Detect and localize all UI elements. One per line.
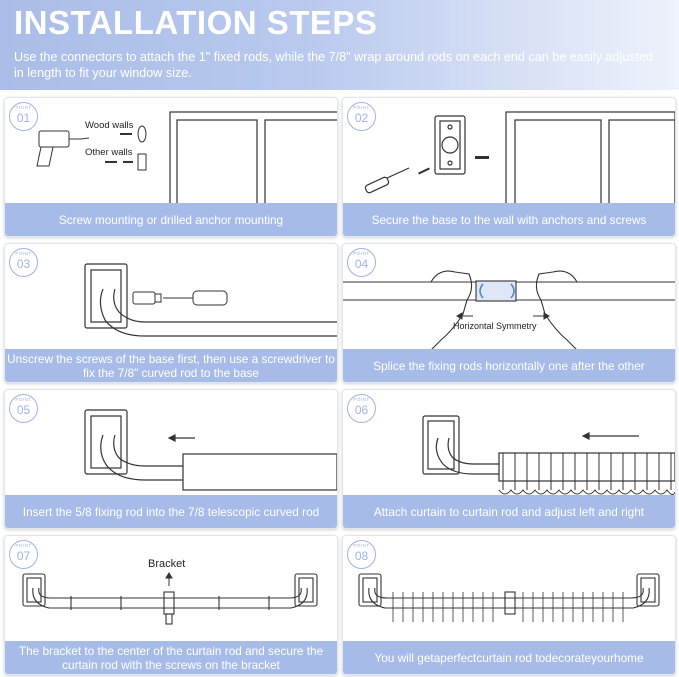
badge-number: 05 xyxy=(16,403,31,417)
badge-number: 04 xyxy=(354,257,369,271)
step-card-05: POINT 05 Insert the 5/8 fixing rod into … xyxy=(4,389,338,529)
step-caption-02: Secure the base to the wall with anchors… xyxy=(343,203,675,236)
other-walls-label: Other walls xyxy=(85,147,133,158)
curtain-folds xyxy=(498,453,675,496)
step-caption-06: Attach curtain to curtain rod and adjust… xyxy=(343,495,675,528)
wood-walls-label: Wood walls xyxy=(85,120,134,131)
step-card-08: POINT 08 You will getaperfectcurtain rod… xyxy=(342,535,676,675)
badge-number: 06 xyxy=(354,403,369,417)
step-card-07: Bracket POINT 07 The bracket to the cent… xyxy=(4,535,338,675)
step-caption-04: Splice the fixing rods horizontally one … xyxy=(343,349,675,382)
step-caption-05: Insert the 5/8 fixing rod into the 7/8 t… xyxy=(5,495,337,528)
page-title: INSTALLATION STEPS xyxy=(14,4,378,41)
step-05-illustration xyxy=(84,409,337,491)
badge-point-label: POINT xyxy=(15,105,32,110)
badge-number: 02 xyxy=(354,111,369,125)
badge-point-label: POINT xyxy=(353,397,370,402)
step-04-illustration xyxy=(343,270,675,355)
step-caption-08: You will getaperfectcurtain rod todecora… xyxy=(343,641,675,674)
step-caption-03: Unscrew the screws of the base first, th… xyxy=(5,349,337,382)
step-caption-07: The bracket to the center of the curtain… xyxy=(5,641,337,674)
badge-point-label: POINT xyxy=(15,397,32,402)
badge-number: 03 xyxy=(16,257,31,271)
step-card-06: POINT 06 Attach curtain to curtain rod a… xyxy=(342,389,676,529)
header-banner: INSTALLATION STEPS Use the connectors to… xyxy=(0,0,679,90)
horizontal-symmetry-label: Horizontal Symmetry xyxy=(453,321,537,331)
step-badge-05: POINT 05 xyxy=(9,394,38,423)
step-card-03: POINT 03 Unscrew the screws of the base … xyxy=(4,243,338,383)
step-badge-04: POINT 04 xyxy=(347,248,376,277)
step-07-illustration xyxy=(22,572,318,625)
step-03-illustration xyxy=(84,263,337,337)
badge-point-label: POINT xyxy=(15,543,32,548)
step-06-illustration xyxy=(422,415,675,496)
bracket-label: Bracket xyxy=(148,558,186,570)
step-badge-08: POINT 08 xyxy=(347,540,376,569)
step-card-04: Horizontal Symmetry POINT 04 Splice the … xyxy=(342,243,676,383)
badge-point-label: POINT xyxy=(353,105,370,110)
badge-point-label: POINT xyxy=(15,251,32,256)
badge-number: 07 xyxy=(16,549,31,563)
curtain-rings xyxy=(392,592,624,622)
page-subtitle: Use the connectors to attach the 1" fixe… xyxy=(14,50,654,80)
badge-point-label: POINT xyxy=(353,251,370,256)
step-card-01: Wood walls Other walls POINT 01 Screw mo… xyxy=(4,97,338,237)
step-card-02: POINT 02 Secure the base to the wall wit… xyxy=(342,97,676,237)
step-08-illustration xyxy=(358,573,660,622)
step-badge-06: POINT 06 xyxy=(347,394,376,423)
badge-point-label: POINT xyxy=(353,543,370,548)
step-badge-02: POINT 02 xyxy=(347,102,376,131)
step-badge-03: POINT 03 xyxy=(9,248,38,277)
badge-number: 01 xyxy=(16,111,31,125)
step-caption-01: Screw mounting or drilled anchor mountin… xyxy=(5,203,337,236)
step-badge-07: POINT 07 xyxy=(9,540,38,569)
step-badge-01: POINT 01 xyxy=(9,102,38,131)
badge-number: 08 xyxy=(354,549,369,563)
